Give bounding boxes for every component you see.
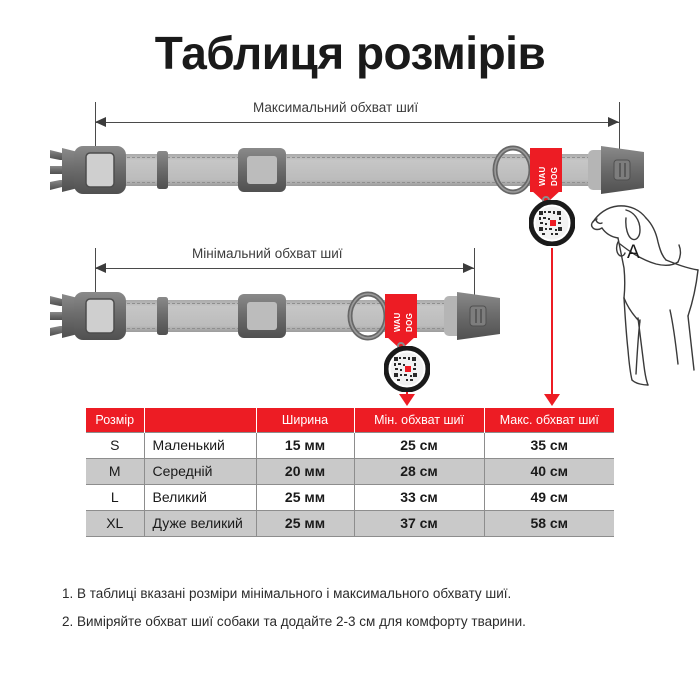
size-table: Розмір Ширина Мін. обхват шиї Макс. обхв… — [86, 408, 614, 537]
cell-size: S — [86, 431, 145, 458]
max-dimension-label: Максимальний обхват шиї — [253, 100, 419, 115]
cell-max: 35 см — [484, 431, 614, 458]
cell-size: L — [86, 483, 145, 510]
cell-desc: Великий — [144, 483, 257, 510]
page-title: Таблиця розмірів — [154, 27, 546, 79]
min-dimension-tick-right — [474, 248, 475, 296]
table-header-desc — [144, 408, 257, 432]
waudog-tag-line2-max: DOG — [550, 166, 559, 186]
cell-size: M — [86, 457, 145, 484]
callout-arrow-min — [399, 394, 415, 406]
max-dimension-arrow-right — [608, 117, 619, 127]
qr-medallion-max — [529, 200, 575, 246]
cell-min: 25 см — [354, 431, 485, 458]
max-dimension-arrow-left — [95, 117, 106, 127]
cell-min: 37 см — [354, 509, 485, 537]
min-dimension-arrow-left — [95, 263, 106, 273]
table-row: L Великий 25 мм 33 см 49 см — [86, 483, 614, 510]
qr-medallion-min — [384, 346, 430, 392]
waudog-tag-min — [385, 294, 417, 338]
note-item: 2. Виміряйте обхват шиї собаки та додайт… — [62, 614, 526, 629]
max-dimension-tick-right — [619, 102, 620, 150]
waudog-tag-max — [530, 148, 562, 192]
min-dimension-arrow-right — [463, 263, 474, 273]
table-header-row: Розмір Ширина Мін. обхват шиї Макс. обхв… — [86, 408, 614, 432]
collar-illustration-max — [50, 145, 644, 195]
dog-marker-label-text: A — [627, 242, 640, 263]
min-dimension-line — [95, 268, 474, 269]
waudog-tag-line1-min: WAU — [393, 312, 402, 332]
note-item: 1. В таблиці вказані розміри мінімальног… — [62, 586, 512, 601]
cell-max: 58 см — [484, 509, 614, 537]
min-dimension-label: Мінімальний обхват шиї — [192, 246, 343, 261]
cell-max: 49 см — [484, 483, 614, 510]
cell-desc: Маленький — [144, 431, 257, 458]
table-header-size: Розмір — [86, 408, 145, 432]
waudog-tag-stem-max — [531, 190, 561, 201]
cell-width: 20 мм — [256, 457, 355, 484]
collar-illustration-min — [50, 291, 500, 341]
cell-width: 25 мм — [256, 483, 355, 510]
cell-min: 33 см — [354, 483, 485, 510]
table-header-min: Мін. обхват шиї — [354, 408, 485, 432]
cell-desc: Дуже великий — [144, 509, 257, 537]
notes-list: 1. В таблиці вказані розміри мінімальног… — [62, 586, 662, 642]
table-row: XL Дуже великий 25 мм 37 см 58 см — [86, 509, 614, 537]
table-row: M Середній 20 мм 28 см 40 см — [86, 457, 614, 484]
callout-arrow-max — [544, 394, 560, 406]
cell-size: XL — [86, 509, 145, 537]
waudog-tag-stem-min — [386, 336, 416, 347]
cell-desc: Середній — [144, 457, 257, 484]
cell-width: 25 мм — [256, 509, 355, 537]
table-row: S Маленький 15 мм 25 см 35 см — [86, 431, 614, 458]
dog-illustration: A — [590, 205, 699, 386]
cell-width: 15 мм — [256, 431, 355, 458]
cell-max: 40 см — [484, 457, 614, 484]
table-header-width: Ширина — [256, 408, 355, 432]
table-header-max: Макс. обхват шиї — [484, 408, 614, 432]
callout-line-max — [551, 248, 553, 396]
waudog-tag-line2-min: DOG — [405, 312, 414, 332]
waudog-tag-line1-max: WAU — [538, 166, 547, 186]
cell-min: 28 см — [354, 457, 485, 484]
max-dimension-line — [95, 122, 619, 123]
